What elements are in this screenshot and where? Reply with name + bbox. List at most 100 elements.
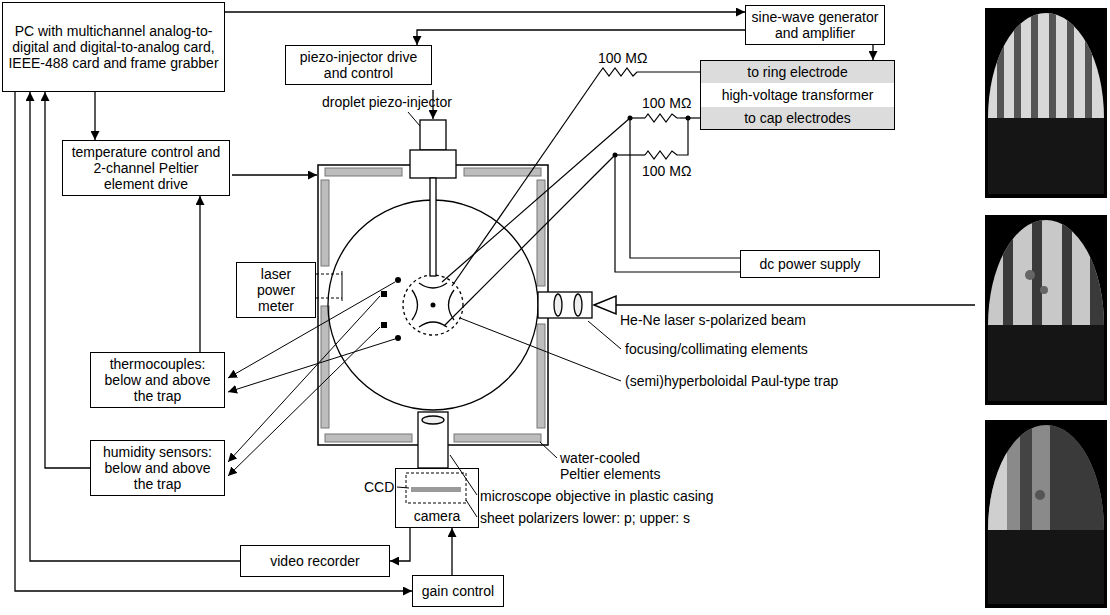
part-label: CCD [364, 479, 394, 495]
fringe-dark [1050, 420, 1106, 532]
power-supply-box: dc power supply [740, 250, 880, 278]
photo-shadow [988, 325, 1104, 401]
beam-label: He-Ne laser s-polarized beam [620, 312, 806, 328]
lens [574, 294, 582, 316]
wire [444, 155, 615, 326]
driver-box: piezo-injector drive and control [285, 45, 432, 85]
lens-tube [538, 292, 592, 318]
resistor-value: 100 MΩ [642, 163, 691, 179]
fringe-image [985, 8, 1107, 120]
connector [225, 11, 745, 12]
peltier-strip [454, 434, 541, 442]
fringe-bright [985, 8, 1107, 120]
objective-lens [422, 416, 444, 424]
fringe-dark [1085, 8, 1092, 120]
connector [30, 92, 240, 561]
gain-box: gain control [412, 575, 504, 607]
connector [872, 45, 873, 60]
piezo-injector [410, 120, 456, 276]
part-label: water-cooled Peltier elements [560, 450, 674, 482]
recorder-box: video recorder [240, 545, 390, 577]
speck [1040, 286, 1048, 294]
fringe-dark [1020, 420, 1032, 532]
box-label: camera [401, 508, 473, 524]
camera-housing [406, 473, 466, 503]
sensor-lead [228, 296, 380, 462]
part-label: focusing/collimating elements [625, 341, 808, 357]
terminal-label: to ring electrode [701, 61, 894, 83]
microscope-objective [418, 412, 448, 468]
meter-box: laser power meter [236, 262, 316, 318]
photo-ground [985, 8, 1107, 198]
wire [442, 118, 630, 282]
leader-line [408, 112, 420, 126]
box-label: piezo-injector drive and control [291, 49, 426, 81]
port-line [316, 298, 342, 299]
injector-head [420, 120, 446, 150]
photo-ground [985, 420, 1107, 608]
fringe-image [985, 420, 1107, 532]
peltier-strip [325, 168, 402, 176]
leader-line [466, 500, 477, 517]
generator-box: sine-wave generator and amplifier [745, 5, 885, 45]
box-label: humidity sensors: below and above the tr… [96, 444, 219, 492]
cap-electrode [419, 283, 447, 288]
beam-arrowhead [594, 296, 616, 314]
terminal-label: to cap electrodes [701, 107, 894, 129]
fringe-dark [1031, 8, 1038, 120]
wire [615, 155, 740, 272]
port-line [316, 274, 342, 275]
camera-box: camera [395, 468, 479, 528]
box-label: temperature control and 2-channel Peltie… [68, 144, 224, 192]
fringe-dark [1032, 215, 1042, 327]
cap-electrode [419, 322, 447, 327]
connector [199, 196, 200, 352]
part-label: (semi)hyperboloidal Paul-type trap [625, 373, 838, 389]
box-label: thermocouples: below and above the trap [96, 356, 219, 404]
photo-shadow [988, 530, 1104, 604]
connector [390, 528, 410, 561]
speck [1025, 270, 1035, 280]
photo-panel [985, 8, 1107, 198]
part-label: microscope objective in plastic casing [480, 488, 713, 504]
control-arrow [232, 174, 317, 175]
fringe-dark [1014, 8, 1021, 120]
fringe-dark [1062, 215, 1072, 327]
photo-ground [985, 215, 1107, 405]
leader-line [540, 442, 557, 458]
chamber [318, 165, 548, 445]
wire [680, 118, 688, 155]
photo-panel [985, 215, 1107, 405]
peltier-strip [325, 434, 412, 442]
box-label: PC with multichannel analog-to-digital a… [8, 23, 219, 71]
fringe-dark [997, 8, 1004, 120]
wire [640, 71, 700, 72]
photo-shadow [988, 118, 1104, 194]
camera-interior [396, 469, 476, 509]
connector [94, 92, 95, 140]
objective-casing [418, 412, 448, 468]
chamber-wall [318, 165, 548, 445]
connector [15, 92, 412, 591]
resistor-symbol [645, 151, 680, 159]
fringe-dark [1049, 8, 1056, 120]
injector-nozzle [430, 178, 436, 276]
junction-dot [613, 153, 618, 158]
box-label: gain control [418, 583, 498, 599]
junction-dot [628, 116, 633, 121]
photo-panel [985, 420, 1107, 608]
box-label: laser power meter [242, 266, 310, 314]
connector [417, 30, 745, 45]
fringe-dark [1090, 215, 1104, 327]
ring-electrode [412, 290, 418, 320]
thermocouple [395, 335, 401, 341]
lens [554, 294, 562, 316]
resistor-value: 100 MΩ [642, 95, 691, 111]
droplet [431, 303, 436, 308]
transformer-box: to ring electrodehigh-voltage transforme… [700, 60, 895, 130]
speck [1035, 490, 1045, 500]
part-label: sheet polarizers lower: p; upper: s [480, 510, 690, 526]
fringe-dark [1003, 215, 1013, 327]
fringe-bright [985, 420, 1107, 532]
